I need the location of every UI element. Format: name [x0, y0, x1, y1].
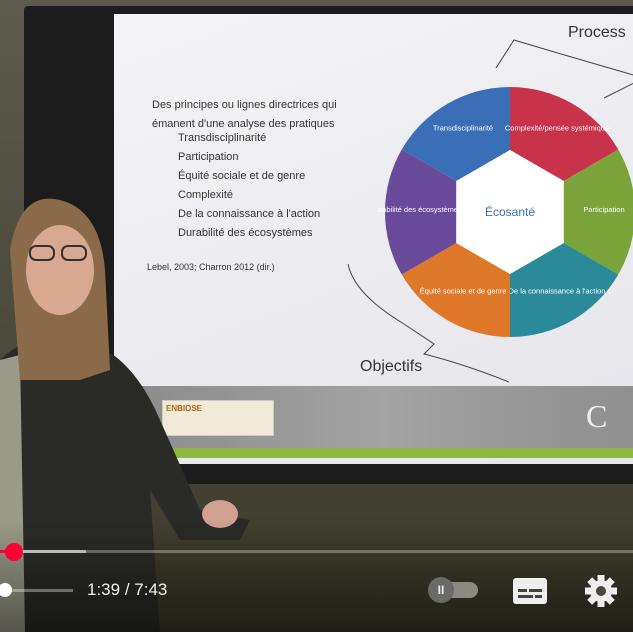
autoplay-toggle[interactable]: II	[428, 577, 478, 603]
wheel-segment-label: Complexité/pensée systémique	[505, 124, 609, 133]
intro-line: émanent d'une analyse des pratiques	[152, 118, 335, 130]
wheel-segment	[510, 243, 619, 337]
principle: Participation	[178, 151, 239, 163]
scrubber-handle[interactable]	[5, 543, 23, 561]
progress-bar[interactable]	[0, 550, 633, 553]
objectifs-brace	[347, 263, 510, 383]
enbiose-logo: ENBIOSE	[162, 400, 274, 436]
wheel-segment	[385, 149, 457, 275]
logo-text: ENBIOSE	[166, 404, 203, 413]
principles-list: Transdisciplinarité Participation Équité…	[178, 129, 320, 243]
citation: Lebel, 2003; Charron 2012 (dir.)	[147, 262, 275, 272]
buffered-bar	[0, 550, 86, 553]
wheel-segment-label: Équité sociale et de genre	[420, 286, 507, 295]
wheel-segment-label: Transdisciplinarité	[433, 124, 493, 133]
wheel-segment	[510, 87, 619, 181]
principle: Durabilité des écosystèmes	[178, 227, 313, 239]
wheel-segment-label: Participation	[583, 205, 624, 214]
volume-handle[interactable]	[0, 583, 12, 597]
process-label: Process	[568, 24, 626, 41]
volume-slider[interactable]	[0, 589, 73, 592]
wheel-segment	[563, 149, 633, 275]
wheel-center	[456, 150, 564, 274]
objectifs-label: Objectifs	[360, 358, 423, 375]
subtitles-icon[interactable]	[512, 576, 548, 606]
presenter	[0, 198, 250, 632]
wheel-segment-label: Durabilité des écosystèmes	[378, 205, 462, 214]
ecosante-wheel: Transdisciplinarité Complexité/pensée sys…	[378, 87, 633, 337]
presentation-slide: Process Des principes ou lignes directri…	[114, 14, 633, 464]
duration: 7:43	[134, 580, 168, 599]
principle: Équité sociale et de genre	[178, 170, 306, 182]
wheel-segment	[401, 87, 510, 181]
principle: Complexité	[178, 189, 234, 201]
brand-logo: C	[586, 398, 608, 434]
principle: Transdisciplinarité	[178, 132, 267, 144]
player-controls	[0, 520, 633, 632]
wheel-segment-label: De la connaissance à l'action	[509, 286, 606, 295]
wheel-segment	[401, 243, 510, 337]
time-display: 1:39 / 7:43	[87, 580, 168, 599]
slide-footer-stripe	[114, 448, 633, 458]
process-brace	[495, 39, 633, 99]
wheel-center-label: Écosanté	[485, 204, 535, 219]
current-time: 1:39	[87, 580, 121, 599]
slide-intro: Des principes ou lignes directrices qui …	[152, 96, 337, 134]
intro-line: Des principes ou lignes directrices qui	[152, 99, 337, 111]
settings-gear-icon[interactable]	[584, 574, 618, 608]
principle: De la connaissance à l'action	[178, 208, 321, 220]
pause-icon: II	[428, 577, 454, 603]
